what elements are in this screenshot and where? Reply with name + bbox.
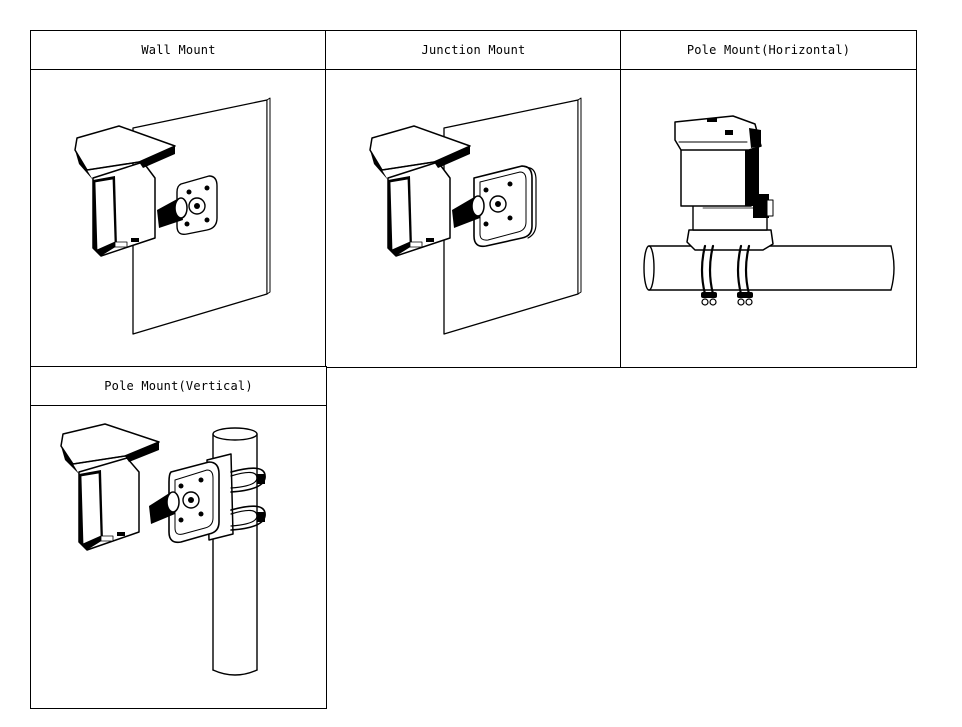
pole-mount-horizontal-label: Pole Mount(Horizontal) <box>621 31 916 70</box>
wall-mount-panel: Wall Mount <box>30 30 327 368</box>
pole-mount-vertical-label: Pole Mount(Vertical) <box>31 367 326 406</box>
pole-mount-horizontal-drawing <box>643 115 895 306</box>
junction-mount-illustration <box>326 70 621 367</box>
pole-mount-vertical-illustration <box>31 406 326 708</box>
pole-mount-horizontal-panel: Pole Mount(Horizontal) <box>620 30 917 368</box>
wall-mount-label: Wall Mount <box>31 31 326 70</box>
wall-mount-illustration <box>31 70 326 367</box>
pole-mount-vertical-drawing <box>60 423 266 676</box>
camera-sunshield <box>674 115 762 151</box>
wall-edge <box>577 97 582 295</box>
junction-mount-panel: Junction Mount <box>325 30 622 368</box>
pole-clamp-right <box>736 244 743 296</box>
pole-clamp-left <box>700 244 709 298</box>
camera-body <box>680 141 752 207</box>
pole-mount-horizontal-illustration <box>621 70 916 367</box>
wall-mount-drawing <box>74 97 271 335</box>
junction-mount-drawing <box>369 97 582 335</box>
horizontal-pole <box>648 245 892 291</box>
wall-edge <box>266 97 271 295</box>
junction-mount-label: Junction Mount <box>326 31 621 70</box>
pole-bracket <box>686 229 774 251</box>
pole-mount-vertical-panel: Pole Mount(Vertical) <box>30 366 327 709</box>
